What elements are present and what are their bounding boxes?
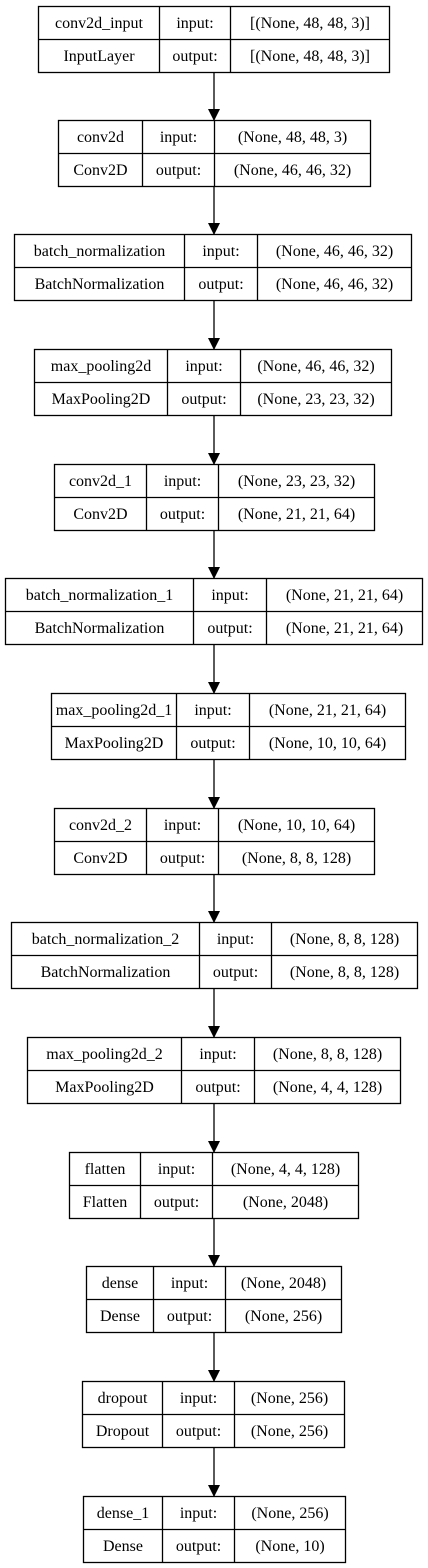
layer-name: dropout xyxy=(98,1390,148,1407)
output-port-label: output: xyxy=(195,1079,240,1096)
layer-type: Dense xyxy=(103,1538,143,1555)
output-port-label: output: xyxy=(160,850,205,867)
output-port-label: output: xyxy=(190,735,235,752)
output-port-label: output: xyxy=(213,964,258,981)
input-port-label: input: xyxy=(160,129,197,146)
input-port-label: input: xyxy=(180,1505,217,1522)
layer-name: conv2d_1 xyxy=(69,473,132,490)
layer-type: MaxPooling2D xyxy=(52,391,151,408)
output-shape: [(None, 48, 48, 3)] xyxy=(250,48,370,65)
output-shape: (None, 23, 23, 32) xyxy=(257,391,374,408)
output-shape: (None, 10) xyxy=(255,1538,324,1555)
input-shape: (None, 23, 23, 32) xyxy=(238,473,355,490)
output-shape: (None, 256) xyxy=(245,1308,322,1325)
layer-type: BatchNormalization xyxy=(35,620,165,637)
output-shape: (None, 8, 8, 128) xyxy=(242,850,351,867)
layer-type: BatchNormalization xyxy=(41,964,171,981)
layer-name: dense_1 xyxy=(97,1505,149,1522)
layer-type: MaxPooling2D xyxy=(65,735,164,752)
layer-name: max_pooling2d_2 xyxy=(46,1046,162,1063)
output-port-label: output: xyxy=(160,506,205,523)
layer-name: batch_normalization_1 xyxy=(26,587,174,604)
output-port-label: output: xyxy=(156,162,201,179)
layer-type: InputLayer xyxy=(63,48,135,65)
input-shape: (None, 4, 4, 128) xyxy=(231,1161,340,1178)
layer-type: BatchNormalization xyxy=(35,276,165,293)
output-port-label: output: xyxy=(176,1538,221,1555)
input-shape: (None, 8, 8, 128) xyxy=(290,931,399,948)
input-shape: (None, 10, 10, 64) xyxy=(238,817,355,834)
output-port-label: output: xyxy=(172,48,217,65)
output-shape: (None, 2048) xyxy=(243,1194,328,1211)
layer-name: batch_normalization xyxy=(34,243,166,260)
layer-name: conv2d_input xyxy=(55,15,144,32)
layer-type: MaxPooling2D xyxy=(55,1079,154,1096)
input-shape: (None, 46, 46, 32) xyxy=(276,243,393,260)
layer-type: Conv2D xyxy=(73,850,127,867)
output-shape: (None, 46, 46, 32) xyxy=(276,276,393,293)
input-port-label: input: xyxy=(180,1390,217,1407)
layer-type: Flatten xyxy=(83,1194,127,1211)
output-port-label: output: xyxy=(207,620,252,637)
input-port-label: input: xyxy=(171,1275,208,1292)
input-shape: (None, 256) xyxy=(251,1390,328,1407)
input-shape: (None, 8, 8, 128) xyxy=(273,1046,382,1063)
output-port-label: output: xyxy=(176,1423,221,1440)
layer-type: Conv2D xyxy=(73,506,127,523)
input-shape: (None, 2048) xyxy=(241,1275,326,1292)
input-port-label: input: xyxy=(194,702,231,719)
input-port-label: input: xyxy=(217,931,254,948)
layer-name: max_pooling2d_1 xyxy=(56,702,172,719)
input-shape: [(None, 48, 48, 3)] xyxy=(250,15,370,32)
input-port-label: input: xyxy=(199,1046,236,1063)
input-port-label: input: xyxy=(202,243,239,260)
layer-type: Conv2D xyxy=(73,162,127,179)
output-shape: (None, 8, 8, 128) xyxy=(290,964,399,981)
input-port-label: input: xyxy=(164,817,201,834)
layer-name: dense xyxy=(102,1275,138,1292)
input-shape: (None, 21, 21, 64) xyxy=(269,702,386,719)
output-port-label: output: xyxy=(167,1308,212,1325)
output-shape: (None, 4, 4, 128) xyxy=(273,1079,382,1096)
input-port-label: input: xyxy=(185,358,222,375)
input-port-label: input: xyxy=(164,473,201,490)
input-port-label: input: xyxy=(158,1161,195,1178)
input-port-label: input: xyxy=(176,15,213,32)
input-shape: (None, 21, 21, 64) xyxy=(286,587,403,604)
layer-name: flatten xyxy=(85,1161,126,1178)
layer-name: max_pooling2d xyxy=(51,358,151,375)
output-port-label: output: xyxy=(154,1194,199,1211)
output-shape: (None, 21, 21, 64) xyxy=(286,620,403,637)
input-shape: (None, 48, 48, 3) xyxy=(238,129,347,146)
input-shape: (None, 256) xyxy=(251,1505,328,1522)
output-shape: (None, 10, 10, 64) xyxy=(269,735,386,752)
output-shape: (None, 46, 46, 32) xyxy=(234,162,351,179)
input-port-label: input: xyxy=(211,587,248,604)
layer-name: conv2d_2 xyxy=(69,817,132,834)
output-port-label: output: xyxy=(181,391,226,408)
layer-type: Dense xyxy=(100,1308,140,1325)
layer-type: Dropout xyxy=(96,1423,150,1440)
output-shape: (None, 256) xyxy=(251,1423,328,1440)
layer-name: batch_normalization_2 xyxy=(32,931,180,948)
layer-name: conv2d xyxy=(77,129,124,146)
input-shape: (None, 46, 46, 32) xyxy=(257,358,374,375)
output-port-label: output: xyxy=(198,276,243,293)
output-shape: (None, 21, 21, 64) xyxy=(238,506,355,523)
